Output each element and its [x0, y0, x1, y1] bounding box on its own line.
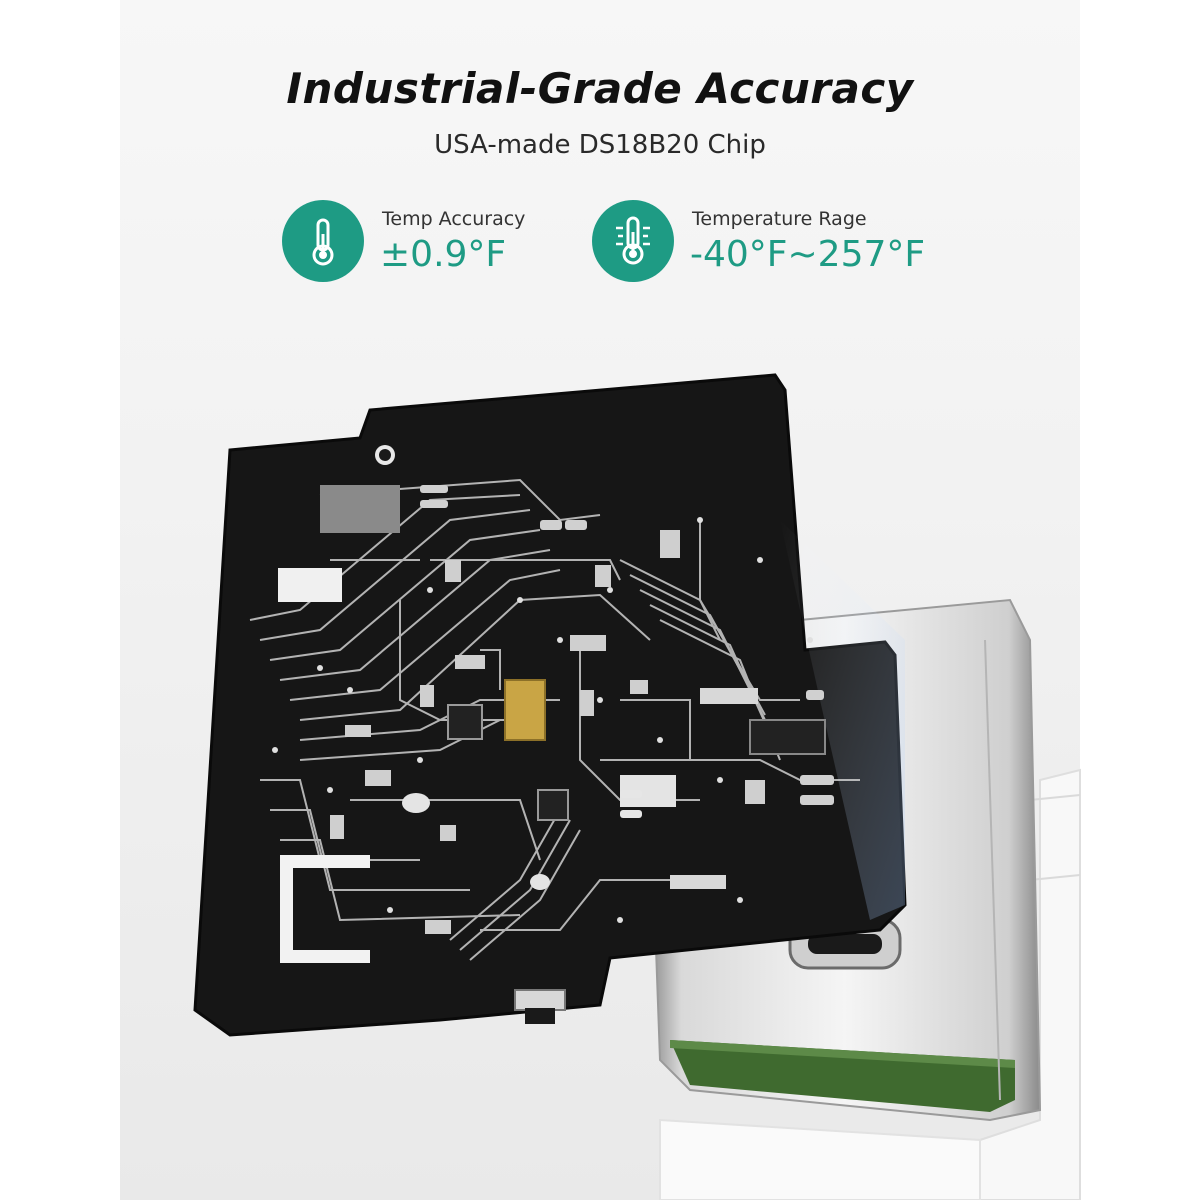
spec-label: Temp Accuracy [382, 208, 526, 230]
spec-value: ±0.9°F [380, 234, 507, 275]
housing-plastic [659, 768, 1081, 1200]
thermometer-icon [282, 200, 364, 282]
page-title: Industrial-Grade Accuracy [286, 64, 914, 113]
page-subtitle: USA-made DS18B20 Chip [434, 130, 766, 160]
spec-label: Temperature Rage [692, 208, 867, 230]
circuit-board [193, 373, 907, 1037]
thermometer-scale-icon [592, 200, 674, 282]
ds18b20-chip [504, 679, 546, 741]
spec-value: -40°F~257°F [690, 234, 926, 275]
